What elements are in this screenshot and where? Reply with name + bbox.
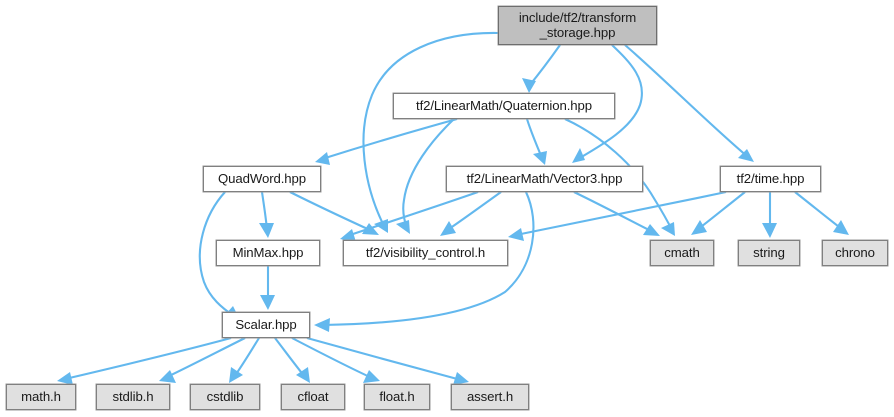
node-minmax[interactable]: MinMax.hpp (216, 240, 320, 266)
node-quaternion[interactable]: tf2/LinearMath/Quaternion.hpp (393, 93, 615, 119)
edge-time-visibility (508, 190, 727, 241)
edge-transform_storage-visibility (362, 31, 499, 233)
edge-transform_storage-vector3 (572, 44, 643, 163)
edge-quadword-visibility (289, 191, 379, 235)
node-string[interactable]: string (738, 240, 800, 266)
node-cmath[interactable]: cmath (650, 240, 714, 266)
edge-scalar-math_h (57, 336, 232, 385)
edge-vector3-minmax (340, 191, 479, 242)
edge-scalar-float_h (291, 337, 380, 383)
node-stdlib-h[interactable]: stdlib.h (96, 384, 170, 410)
node-chrono[interactable]: chrono (822, 240, 888, 266)
node-scalar[interactable]: Scalar.hpp (222, 312, 310, 338)
edge-scalar-cfloat (274, 337, 310, 383)
edge-scalar-cstdlib (229, 337, 260, 383)
node-assert-h[interactable]: assert.h (451, 384, 529, 410)
node-math-h[interactable]: math.h (6, 384, 76, 410)
edge-scalar-stdlib_h (159, 337, 246, 383)
edge-quaternion-cmath (564, 118, 675, 236)
edge-scalar-assert_h (306, 336, 469, 385)
node-cstdlib[interactable]: cstdlib (190, 384, 260, 410)
edge-time-cmath (691, 191, 746, 235)
edge-minmax-scalar (260, 266, 275, 310)
edge-transform_storage-time (624, 44, 754, 162)
edge-transform_storage-quaternion (522, 44, 561, 93)
node-float-h[interactable]: float.h (364, 384, 430, 410)
edge-time-chrono (794, 191, 849, 235)
node-transform-storage[interactable]: include/tf2/transform _storage.hpp (498, 6, 657, 45)
node-tf2-time[interactable]: tf2/time.hpp (720, 166, 821, 192)
edge-quaternion-vector3 (525, 118, 547, 165)
edge-quaternion-visibility (396, 118, 455, 234)
edge-time-string (762, 192, 777, 238)
edge-vector3-visibility (440, 191, 502, 236)
edge-quadword-minmax (259, 191, 274, 238)
edge-vector3-scalar (314, 191, 535, 332)
node-visibility-control[interactable]: tf2/visibility_control.h (343, 240, 508, 266)
node-quadword[interactable]: QuadWord.hpp (203, 166, 321, 192)
edge-quaternion-quadword (315, 117, 458, 165)
node-cfloat[interactable]: cfloat (281, 384, 345, 410)
node-vector3[interactable]: tf2/LinearMath/Vector3.hpp (446, 166, 643, 192)
